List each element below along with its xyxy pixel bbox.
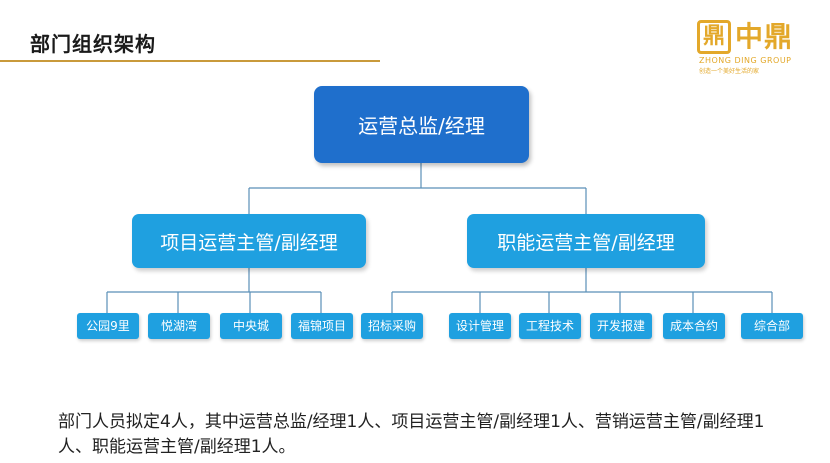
leaf-park-9: 公园9里: [77, 313, 139, 339]
company-logo: 鼎 中鼎 ZHONG DING GROUP 创造一个美好生活的家: [697, 18, 807, 76]
leaf-engineering: 工程技术: [519, 313, 581, 339]
leaf-fujin-project: 福锦项目: [291, 313, 353, 339]
logo-english: ZHONG DING GROUP: [699, 56, 792, 65]
staffing-note: 部门人员拟定4人，其中运营总监/经理1人、项目运营主管/副经理1人、营销运营主管…: [58, 412, 765, 457]
title-underline: [0, 60, 380, 62]
leaf-general: 综合部: [741, 313, 803, 339]
leaf-bidding: 招标采购: [361, 313, 423, 339]
logo-slogan: 创造一个美好生活的家: [699, 68, 760, 75]
leaf-cost-contract: 成本合约: [663, 313, 725, 339]
logo-name: 中鼎: [735, 20, 794, 53]
logo-mark-icon: 鼎: [697, 20, 731, 54]
page-title: 部门组织架构: [30, 32, 156, 56]
function-ops-box: 职能运营主管/副经理: [467, 214, 705, 268]
leaf-development: 开发报建: [590, 313, 652, 339]
leaf-design: 设计管理: [449, 313, 511, 339]
project-ops-box: 项目运营主管/副经理: [132, 214, 366, 268]
leaf-yuehu-bay: 悦湖湾: [148, 313, 210, 339]
leaf-central-city: 中央城: [220, 313, 282, 339]
top-manager-box: 运营总监/经理: [314, 86, 529, 163]
